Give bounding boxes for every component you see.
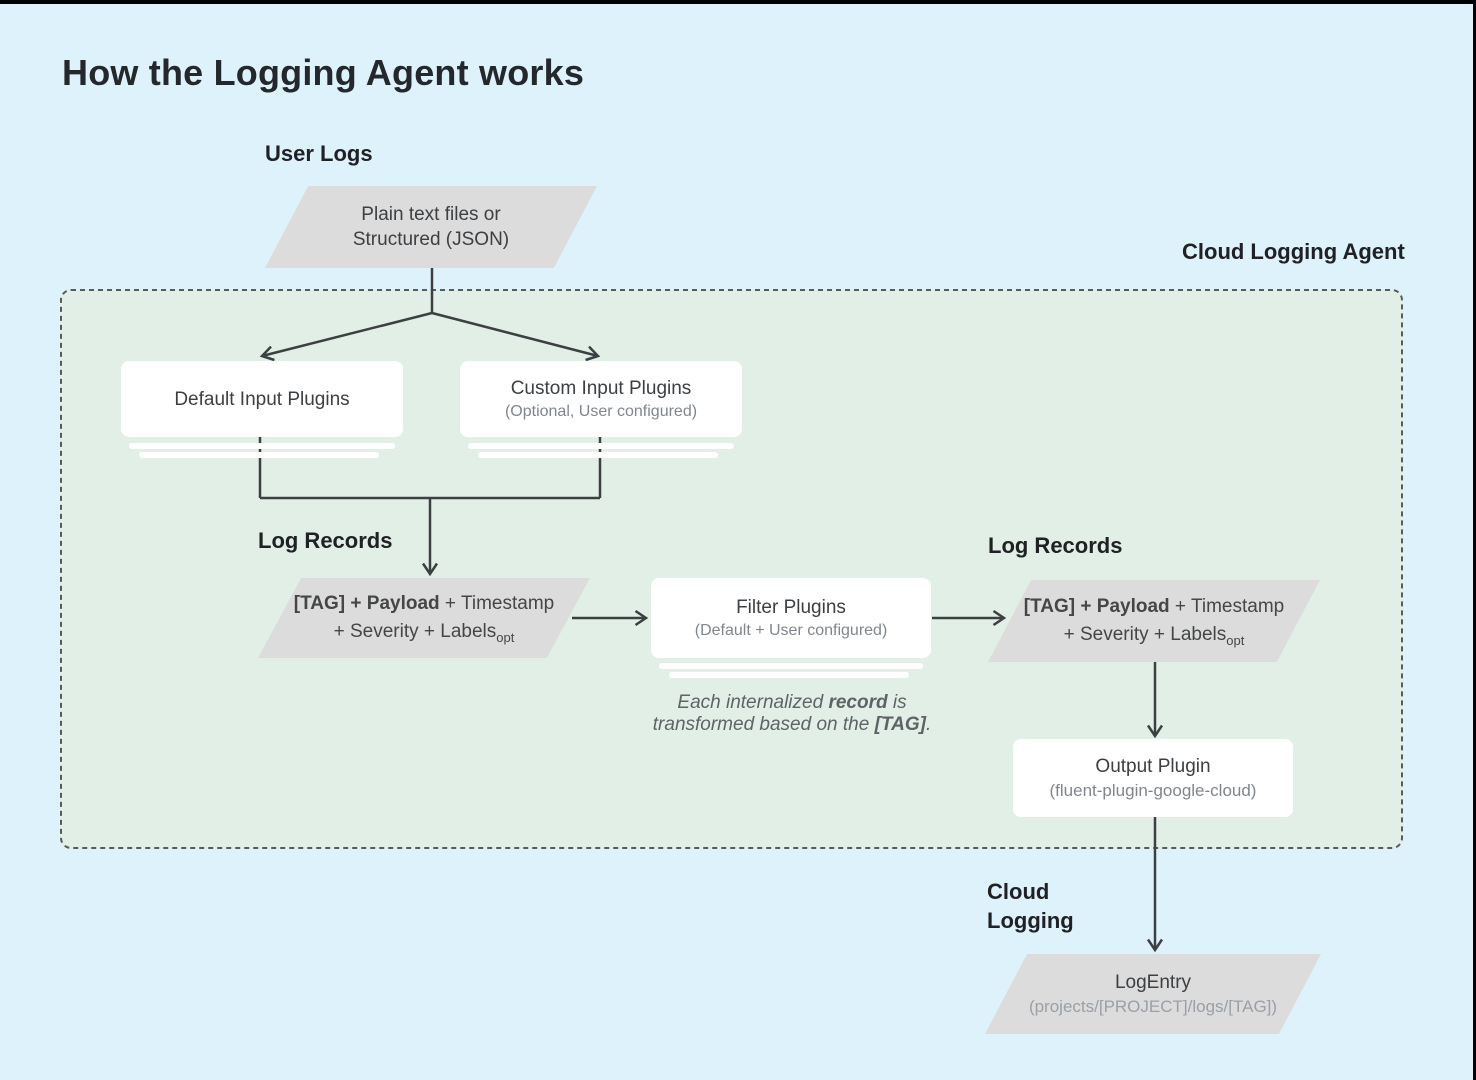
custom-input-stack-bar-1 — [468, 443, 734, 449]
arrowhead-log-record-in — [421, 562, 439, 577]
log-record-in-parallelogram: [TAG] + Payload + Timestamp + Severity +… — [258, 578, 590, 658]
log-record-out-bold: [TAG] + Payload — [1023, 596, 1170, 617]
log-record-out-tail: + Timestamp — [1169, 596, 1285, 617]
note-line1-pre: Each internalized — [677, 692, 829, 713]
default-input-stack-bar-1 — [129, 443, 395, 449]
custom-input-plugins-box: Custom Input Plugins (Optional, User con… — [460, 361, 742, 437]
filter-plugins-title: Filter Plugins — [736, 596, 846, 618]
log-entry-subtitle: (projects/[PROJECT]/logs/[TAG]) — [1028, 997, 1278, 1016]
default-input-title: Default Input Plugins — [174, 388, 350, 410]
log-entry-title: LogEntry — [1114, 972, 1192, 993]
page-title: How the Logging Agent works — [62, 52, 585, 93]
custom-input-title: Custom Input Plugins — [510, 377, 692, 399]
log-record-in-tail: + Timestamp — [439, 593, 555, 614]
user-input-line1: Plain text files or — [361, 204, 501, 225]
log-entry-parallelogram: LogEntry (projects/[PROJECT]/logs/[TAG]) — [985, 954, 1321, 1034]
note-line2-pre: transformed based on the — [652, 714, 875, 735]
output-plugin-subtitle: (fluent-plugin-google-cloud) — [1049, 781, 1257, 800]
log-records-label-right: Log Records — [988, 533, 1123, 558]
agent-container-dashed-border — [60, 289, 1403, 849]
cloud-logging-label-line2: Logging — [987, 908, 1074, 933]
log-record-in-subscript: opt — [496, 629, 515, 645]
custom-input-stack-bar-2 — [478, 452, 718, 458]
log-record-in-line2: + Severity + Labels — [333, 621, 497, 642]
log-records-label-left: Log Records — [258, 528, 393, 553]
log-record-out-line2: + Severity + Labels — [1063, 624, 1227, 645]
arrowhead-output — [1146, 724, 1164, 739]
connector-split — [261, 268, 599, 358]
filter-plugins-stack-bar-1 — [659, 663, 923, 669]
filter-plugins-stack-bar-2 — [669, 672, 909, 678]
cloud-logging-label: Cloud Logging — [987, 877, 1074, 935]
log-record-out-parallelogram: [TAG] + Payload + Timestamp + Severity +… — [988, 580, 1320, 662]
log-record-out-subscript: opt — [1226, 632, 1245, 648]
user-input-line2: Structured (JSON) — [352, 229, 510, 250]
filter-plugins-subtitle: (Default + User configured) — [694, 621, 888, 639]
arrowhead-left-input — [259, 345, 275, 362]
connector-merge — [258, 437, 602, 574]
filter-plugins-box: Filter Plugins (Default + User configure… — [651, 578, 931, 658]
output-plugin-title: Output Plugin — [1095, 756, 1211, 777]
log-record-in-bold: [TAG] + Payload — [293, 593, 440, 614]
note-line1-post: is — [887, 692, 907, 713]
custom-input-subtitle: (Optional, User configured) — [504, 402, 698, 420]
arrowhead-right-input — [585, 345, 601, 362]
transform-note: Each internalized record is transformed … — [622, 692, 962, 736]
arrowhead-log-record-out — [992, 609, 1007, 627]
note-line2-bold: [TAG] — [874, 714, 926, 735]
right-border-bar — [1473, 0, 1476, 1080]
user-logs-parallelogram: Plain text files or Structured (JSON) — [265, 186, 597, 268]
default-input-stack-bar-2 — [139, 452, 379, 458]
cloud-logging-label-line1: Cloud — [987, 879, 1050, 904]
arrowhead-log-entry — [1146, 938, 1164, 953]
user-logs-label: User Logs — [265, 141, 373, 166]
top-border-bar — [0, 0, 1476, 4]
output-plugin-box: Output Plugin (fluent-plugin-google-clou… — [1013, 739, 1293, 817]
default-input-plugins-box: Default Input Plugins — [121, 361, 403, 437]
cloud-logging-agent-label: Cloud Logging Agent — [1182, 239, 1405, 264]
note-line1-bold: record — [828, 692, 888, 713]
arrowhead-filter — [634, 609, 649, 627]
note-line2-post: . — [925, 714, 932, 735]
